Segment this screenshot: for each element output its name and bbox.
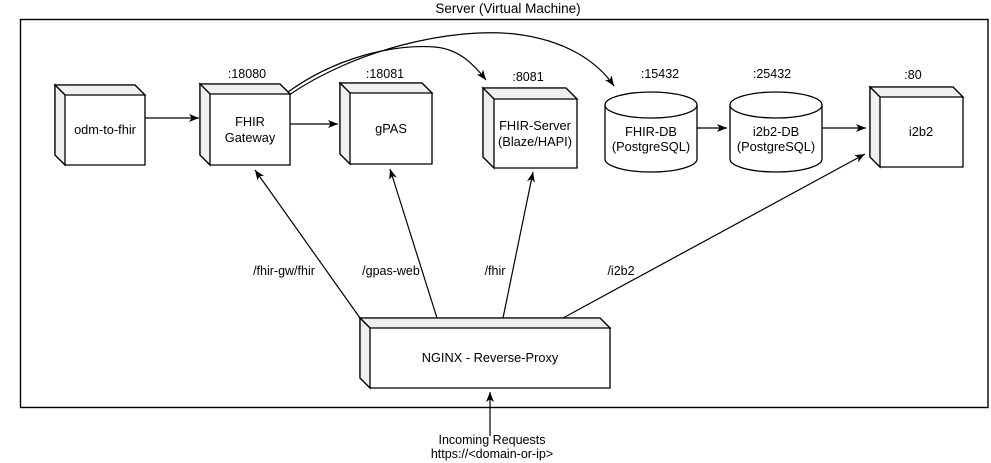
port-label-fhir-server: :8081 — [512, 70, 543, 84]
server-boundary-box — [19, 18, 989, 409]
edge-nginx-to-gateway — [254, 169, 361, 319]
server-boundary-title: Server (Virtual Machine) — [435, 1, 580, 16]
port-label-fhir-db: :15432 — [641, 67, 679, 81]
node-label-fhir-gateway-line1: FHIR — [235, 114, 265, 129]
edge-nginx-to-gpas — [389, 168, 438, 319]
cube-gpas-left-face — [339, 81, 351, 166]
cube-i2b2-top-face — [868, 86, 965, 98]
incoming-requests-line2: https://<domain-or-ip> — [431, 447, 553, 461]
node-label-fhir-server-line1: FHIR-Server — [499, 118, 572, 133]
node-nginx: NGINX - Reverse-Proxy — [358, 316, 612, 390]
edge-label-fhir: /fhir — [485, 264, 506, 278]
port-label-i2b2-db: :25432 — [753, 67, 791, 81]
node-label-fhir-gateway-line2: Gateway — [225, 130, 276, 145]
node-i2b2: :80 i2b2 — [868, 68, 965, 169]
port-label-gpas: :18081 — [366, 67, 404, 81]
edge-nginx-to-i2b2 — [562, 153, 866, 319]
node-fhir-db: :15432 FHIR-DB (PostgreSQL) — [604, 67, 698, 173]
edge-gateway-to-fhir-db — [288, 32, 615, 96]
cube-fhir-server-top-face — [481, 87, 579, 100]
cylinder-i2b2-db-top — [729, 91, 823, 119]
cylinder-fhir-db-body — [604, 105, 698, 173]
edge-nginx-to-fhir-server — [502, 171, 535, 319]
cylinder-i2b2-db-body — [729, 105, 823, 173]
node-label-i2b2-db-line2: (PostgreSQL) — [737, 139, 815, 154]
cube-i2b2-left-face — [869, 85, 881, 169]
node-i2b2-db: :25432 i2b2-DB (PostgreSQL) — [729, 67, 823, 173]
edge-gateway-to-fhir-server — [287, 46, 487, 93]
cube-odm-to-fhir-left-face — [54, 83, 66, 167]
cube-fhir-gateway-left-face — [199, 82, 211, 167]
edge-label-gpas-web: /gpas-web — [362, 264, 420, 278]
node-label-i2b2-db-line1: i2b2-DB — [753, 124, 799, 139]
node-gpas: :18081 gPAS — [338, 67, 434, 166]
edge-label-i2b2: /i2b2 — [607, 264, 634, 278]
node-label-fhir-server-line2: (Blaze/HAPI) — [498, 134, 572, 149]
port-label-fhir-gateway: :18080 — [228, 67, 266, 81]
node-label-fhir-db-line2: (PostgreSQL) — [612, 139, 690, 154]
node-odm-to-fhir: odm-to-fhir — [53, 83, 147, 167]
cylinder-fhir-db-top — [604, 91, 698, 119]
cube-fhir-gateway-top-face — [198, 83, 292, 95]
node-fhir-server: :8081 FHIR-Server (Blaze/HAPI) — [481, 70, 579, 170]
port-label-i2b2: :80 — [904, 68, 921, 82]
node-label-i2b2: i2b2 — [909, 124, 933, 139]
edge-label-fhir-gw-fhir: /fhir-gw/fhir — [253, 264, 315, 278]
node-label-gpas: gPAS — [375, 121, 407, 136]
cube-fhir-server-left-face — [482, 86, 495, 170]
cube-nginx-top-face — [358, 317, 612, 329]
incoming-requests-line1: Incoming Requests — [438, 433, 545, 447]
node-label-fhir-db-line1: FHIR-DB — [625, 124, 677, 139]
node-label-odm-to-fhir: odm-to-fhir — [74, 122, 137, 137]
node-fhir-gateway: :18080 FHIR Gateway — [198, 67, 292, 167]
cube-nginx-left-face — [359, 316, 371, 390]
cube-gpas-top-face — [338, 82, 434, 94]
node-label-nginx: NGINX - Reverse-Proxy — [422, 350, 559, 365]
cube-odm-to-fhir-top-face — [53, 84, 147, 96]
